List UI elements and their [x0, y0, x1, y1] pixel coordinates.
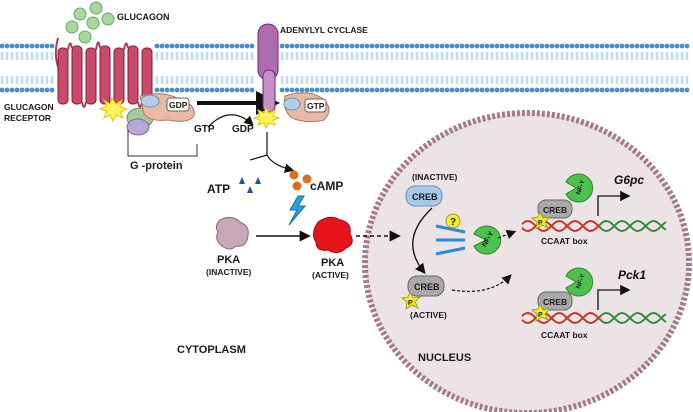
g-protein-gdp	[126, 93, 195, 136]
phospho-label: P	[408, 300, 413, 307]
gtp-exchange-label: GTP	[194, 124, 215, 135]
gtp-gdp-exchange-arc	[207, 114, 254, 128]
g-protein-bracket	[127, 130, 198, 157]
g6pc-promoter-complex	[530, 173, 594, 231]
gtp-bound-label: GTP	[307, 101, 325, 111]
phospho-star-icon	[400, 290, 422, 311]
pck1-tss-arrow	[597, 284, 631, 310]
adenylyl-cyclase	[257, 23, 279, 113]
g6pc-gene-label: G6pc	[614, 173, 644, 187]
g-alpha-gtp	[283, 92, 330, 123]
nfy-g6pc-label: NF-Y	[575, 178, 587, 195]
atp-label: ATP	[207, 182, 230, 196]
g6pc-tss-arrow	[597, 190, 631, 216]
nfy-pck1-label: NF-Y	[575, 272, 587, 289]
cytoplasm-label: CYTOPLASM	[177, 344, 246, 356]
creb-active-state: (ACTIVE)	[410, 310, 447, 320]
phospho-g6pc-label: P	[538, 220, 543, 227]
nucleus-label: NUCLEUS	[418, 352, 471, 364]
nucleus-envelope	[362, 110, 692, 412]
glucagon-receptor	[54, 37, 153, 109]
pka-active-label: PKA	[321, 257, 344, 269]
plasma-membrane	[0, 43, 690, 93]
creb-inactive-shape	[405, 185, 443, 207]
camp-label: cAMP	[310, 179, 343, 193]
phospho-pck1-label: P	[538, 312, 543, 319]
creb-g6pc-label: CREB	[543, 205, 567, 215]
pka-active-state: (ACTIVE)	[312, 270, 349, 280]
adenylyl-cyclase-label: ADENYLYL CYCLASE	[280, 25, 368, 35]
question-label: ?	[450, 217, 456, 228]
creb-active-shape	[407, 275, 445, 297]
creb-inactive-state: (INACTIVE)	[412, 172, 458, 182]
glucagon-receptor-label-1: GLUCAGON	[4, 102, 54, 112]
pka-inactive-shape	[215, 216, 249, 250]
pck1-promoter-complex	[530, 267, 594, 323]
ccaat-box-2-label: CCAAT box	[541, 330, 588, 340]
camp-production-arrow	[266, 132, 295, 173]
gdp-bound-label: GDP	[169, 100, 188, 110]
g-protein-label: G -protein	[130, 160, 183, 172]
glucagon-receptor-label-2: RECEPTOR	[4, 113, 51, 123]
camp-molecules	[289, 170, 312, 191]
creb-active-label: CREB	[414, 282, 440, 292]
creb-activation-arc	[412, 207, 433, 275]
creb-inactive-label: CREB	[412, 192, 438, 202]
atp-molecules	[239, 177, 261, 193]
dna-helix-g6pc	[521, 219, 667, 233]
glucagon-label: GLUCAGON	[117, 12, 170, 22]
pka-inactive-label: PKA	[217, 254, 240, 266]
lightning-bolt-icon	[288, 195, 307, 226]
creb-pck1-label: CREB	[543, 297, 567, 307]
glucagon-molecules	[65, 1, 115, 44]
nfy-free-shape	[473, 225, 502, 255]
activation-burst-icon	[98, 96, 129, 123]
dna-helix-pck1	[521, 311, 667, 325]
activation-burst-icon	[252, 106, 281, 130]
interaction-arrows	[435, 224, 466, 256]
pck1-gene-label: Pck1	[618, 268, 646, 282]
ccaat-box-1-label: CCAAT box	[541, 236, 588, 246]
gdp-exchange-label: GDP	[232, 124, 254, 135]
pka-active-shape	[312, 216, 353, 254]
nfy-to-gene-arrow	[497, 230, 517, 240]
creb-to-gene-arrow	[451, 274, 512, 292]
pka-inactive-state: (INACTIVE)	[206, 267, 252, 277]
